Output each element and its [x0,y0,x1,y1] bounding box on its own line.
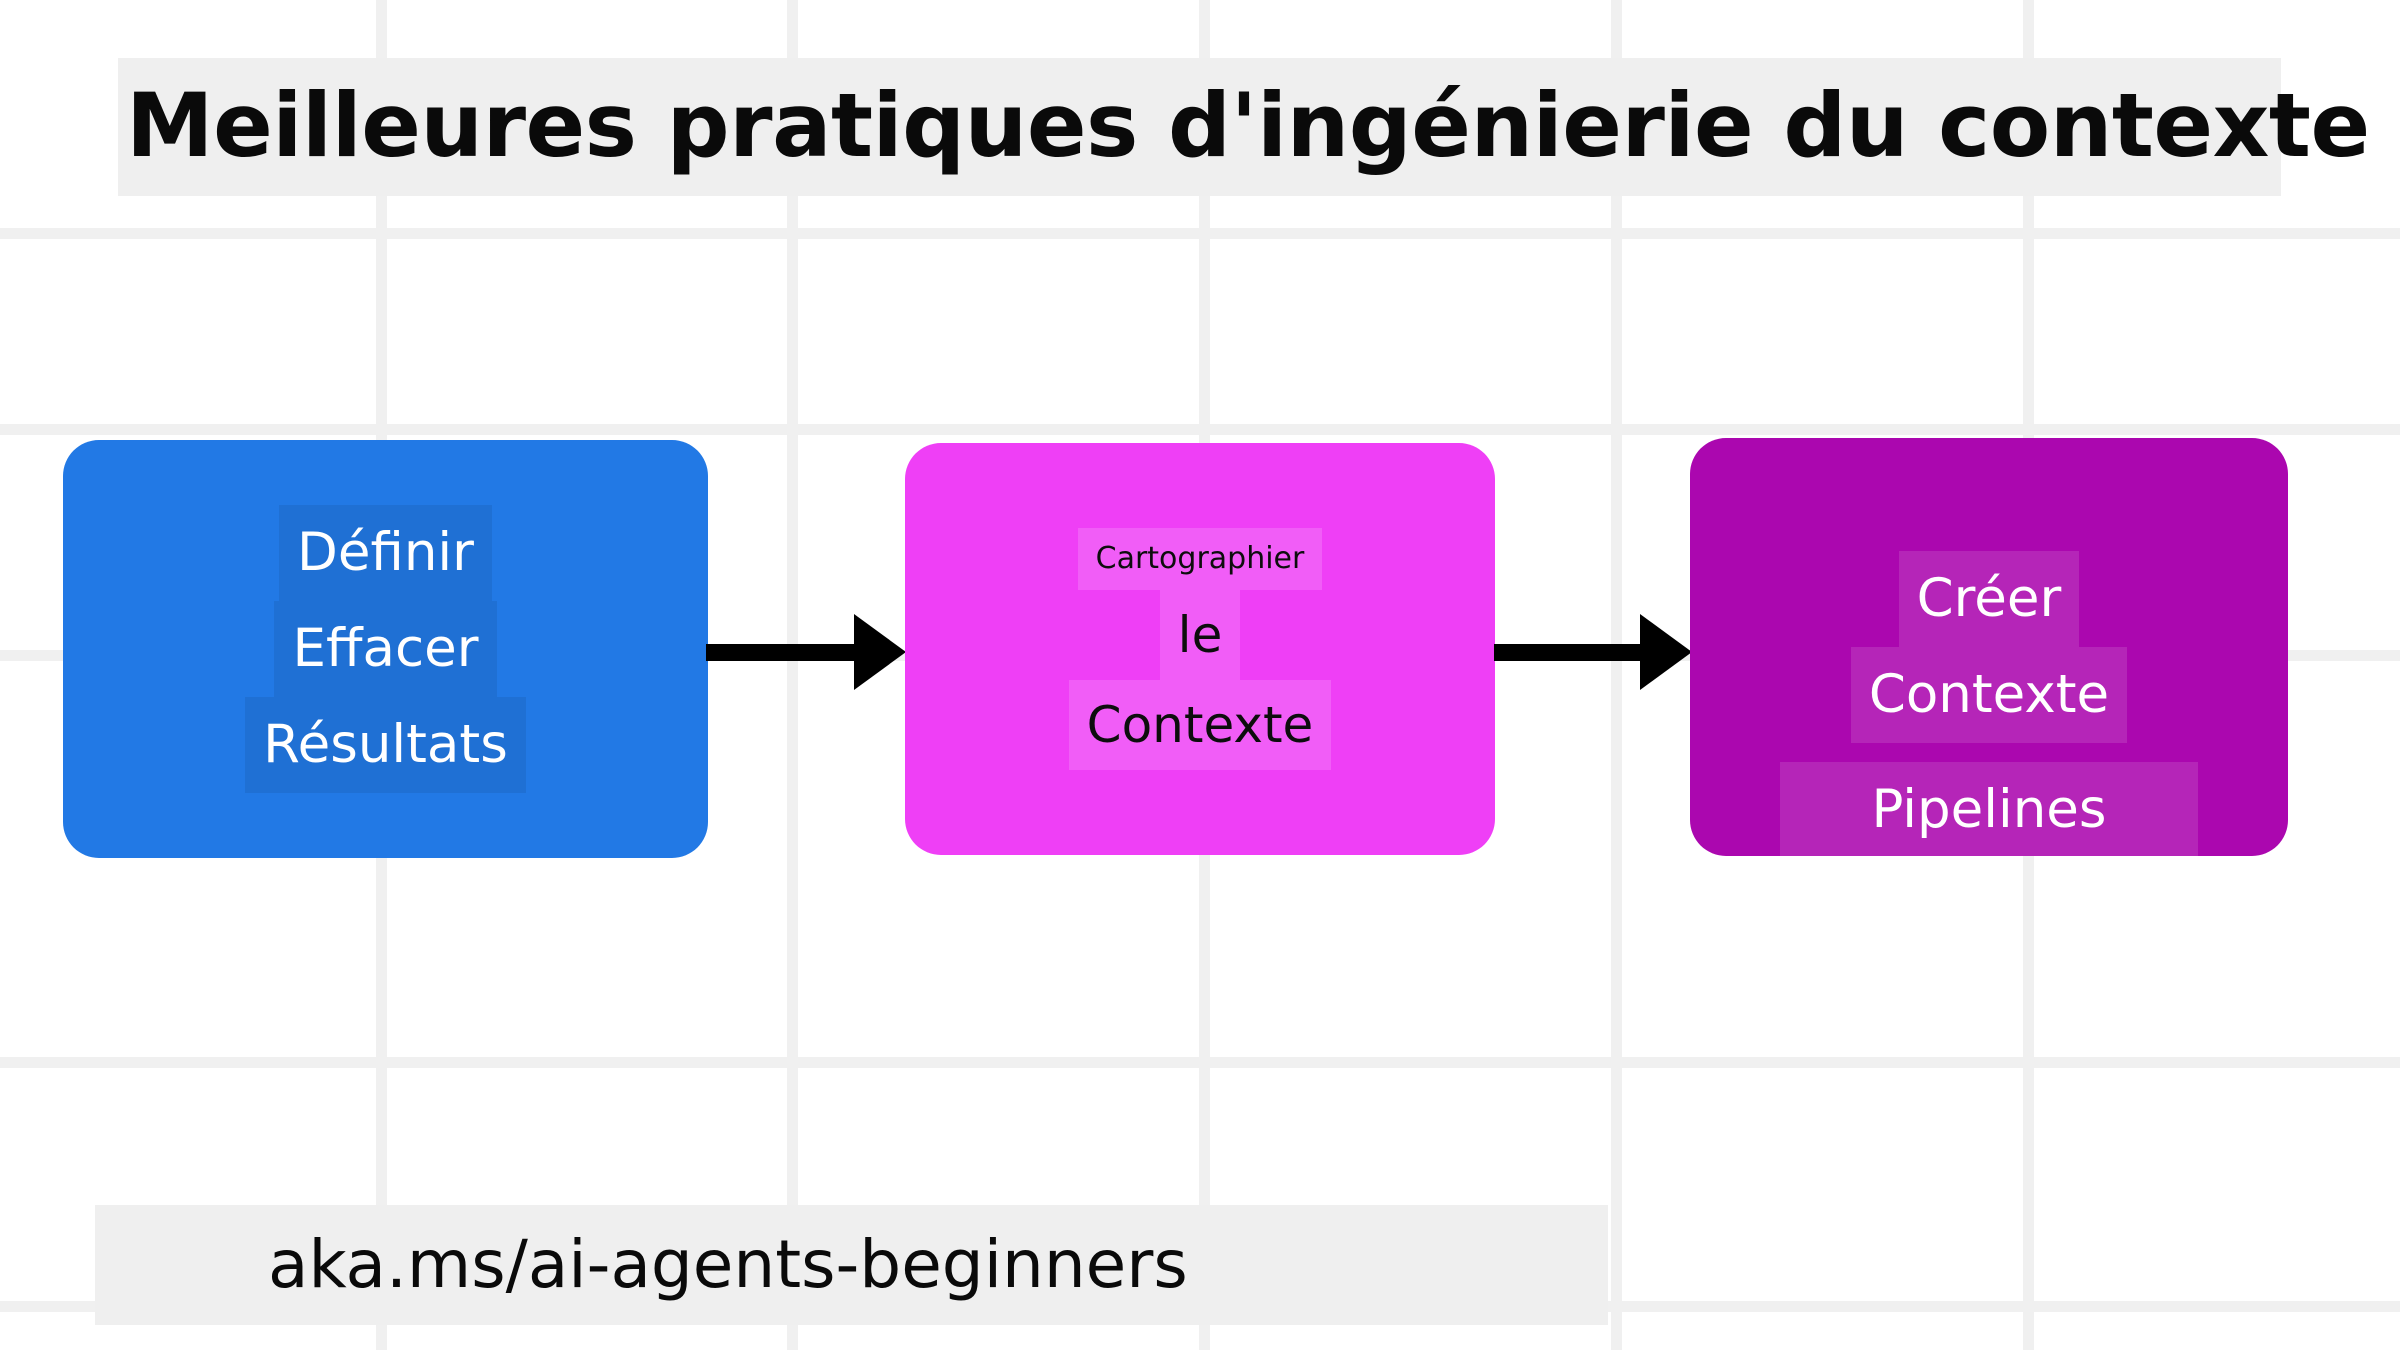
flow-node-define[interactable]: Définir Effacer Résultats [63,440,708,858]
arrow-right-icon-map-to-build [1494,604,1692,700]
grid-line-horizontal [0,1057,2400,1068]
flow-node-define-line-2: Effacer [274,601,497,697]
flow-node-build-line-3: Pipelines [1780,762,2198,858]
footer-background-band [95,1205,1608,1325]
flow-node-define-line-3: Résultats [245,697,526,793]
arrow-shaft [1494,643,1642,661]
footer-url[interactable]: aka.ms/ai-agents-beginners [268,1226,1188,1303]
arrow-shaft [706,643,856,661]
arrow-head [1640,614,1692,690]
flow-node-build[interactable]: Créer Contexte Pipelines [1690,438,2288,858]
flow-node-map-line-2: le [1159,590,1241,680]
flow-node-build-line-2: Contexte [1850,647,2128,743]
grid-line-horizontal [0,228,2400,239]
title-background-band [118,58,2281,196]
page-title: Meilleures pratiques d'ingénierie du con… [126,74,2370,177]
flow-node-build-line-1: Créer [1898,551,2080,647]
arrow-right-icon-define-to-map [706,604,906,700]
flow-node-map[interactable]: Cartographier le Contexte [905,443,1495,855]
grid-line-horizontal [0,424,2400,435]
flow-node-map-line-1: Cartographier [1077,528,1323,590]
flow-node-map-line-3: Contexte [1068,680,1332,770]
arrow-head [854,614,906,690]
flow-node-define-line-1: Définir [279,505,492,601]
